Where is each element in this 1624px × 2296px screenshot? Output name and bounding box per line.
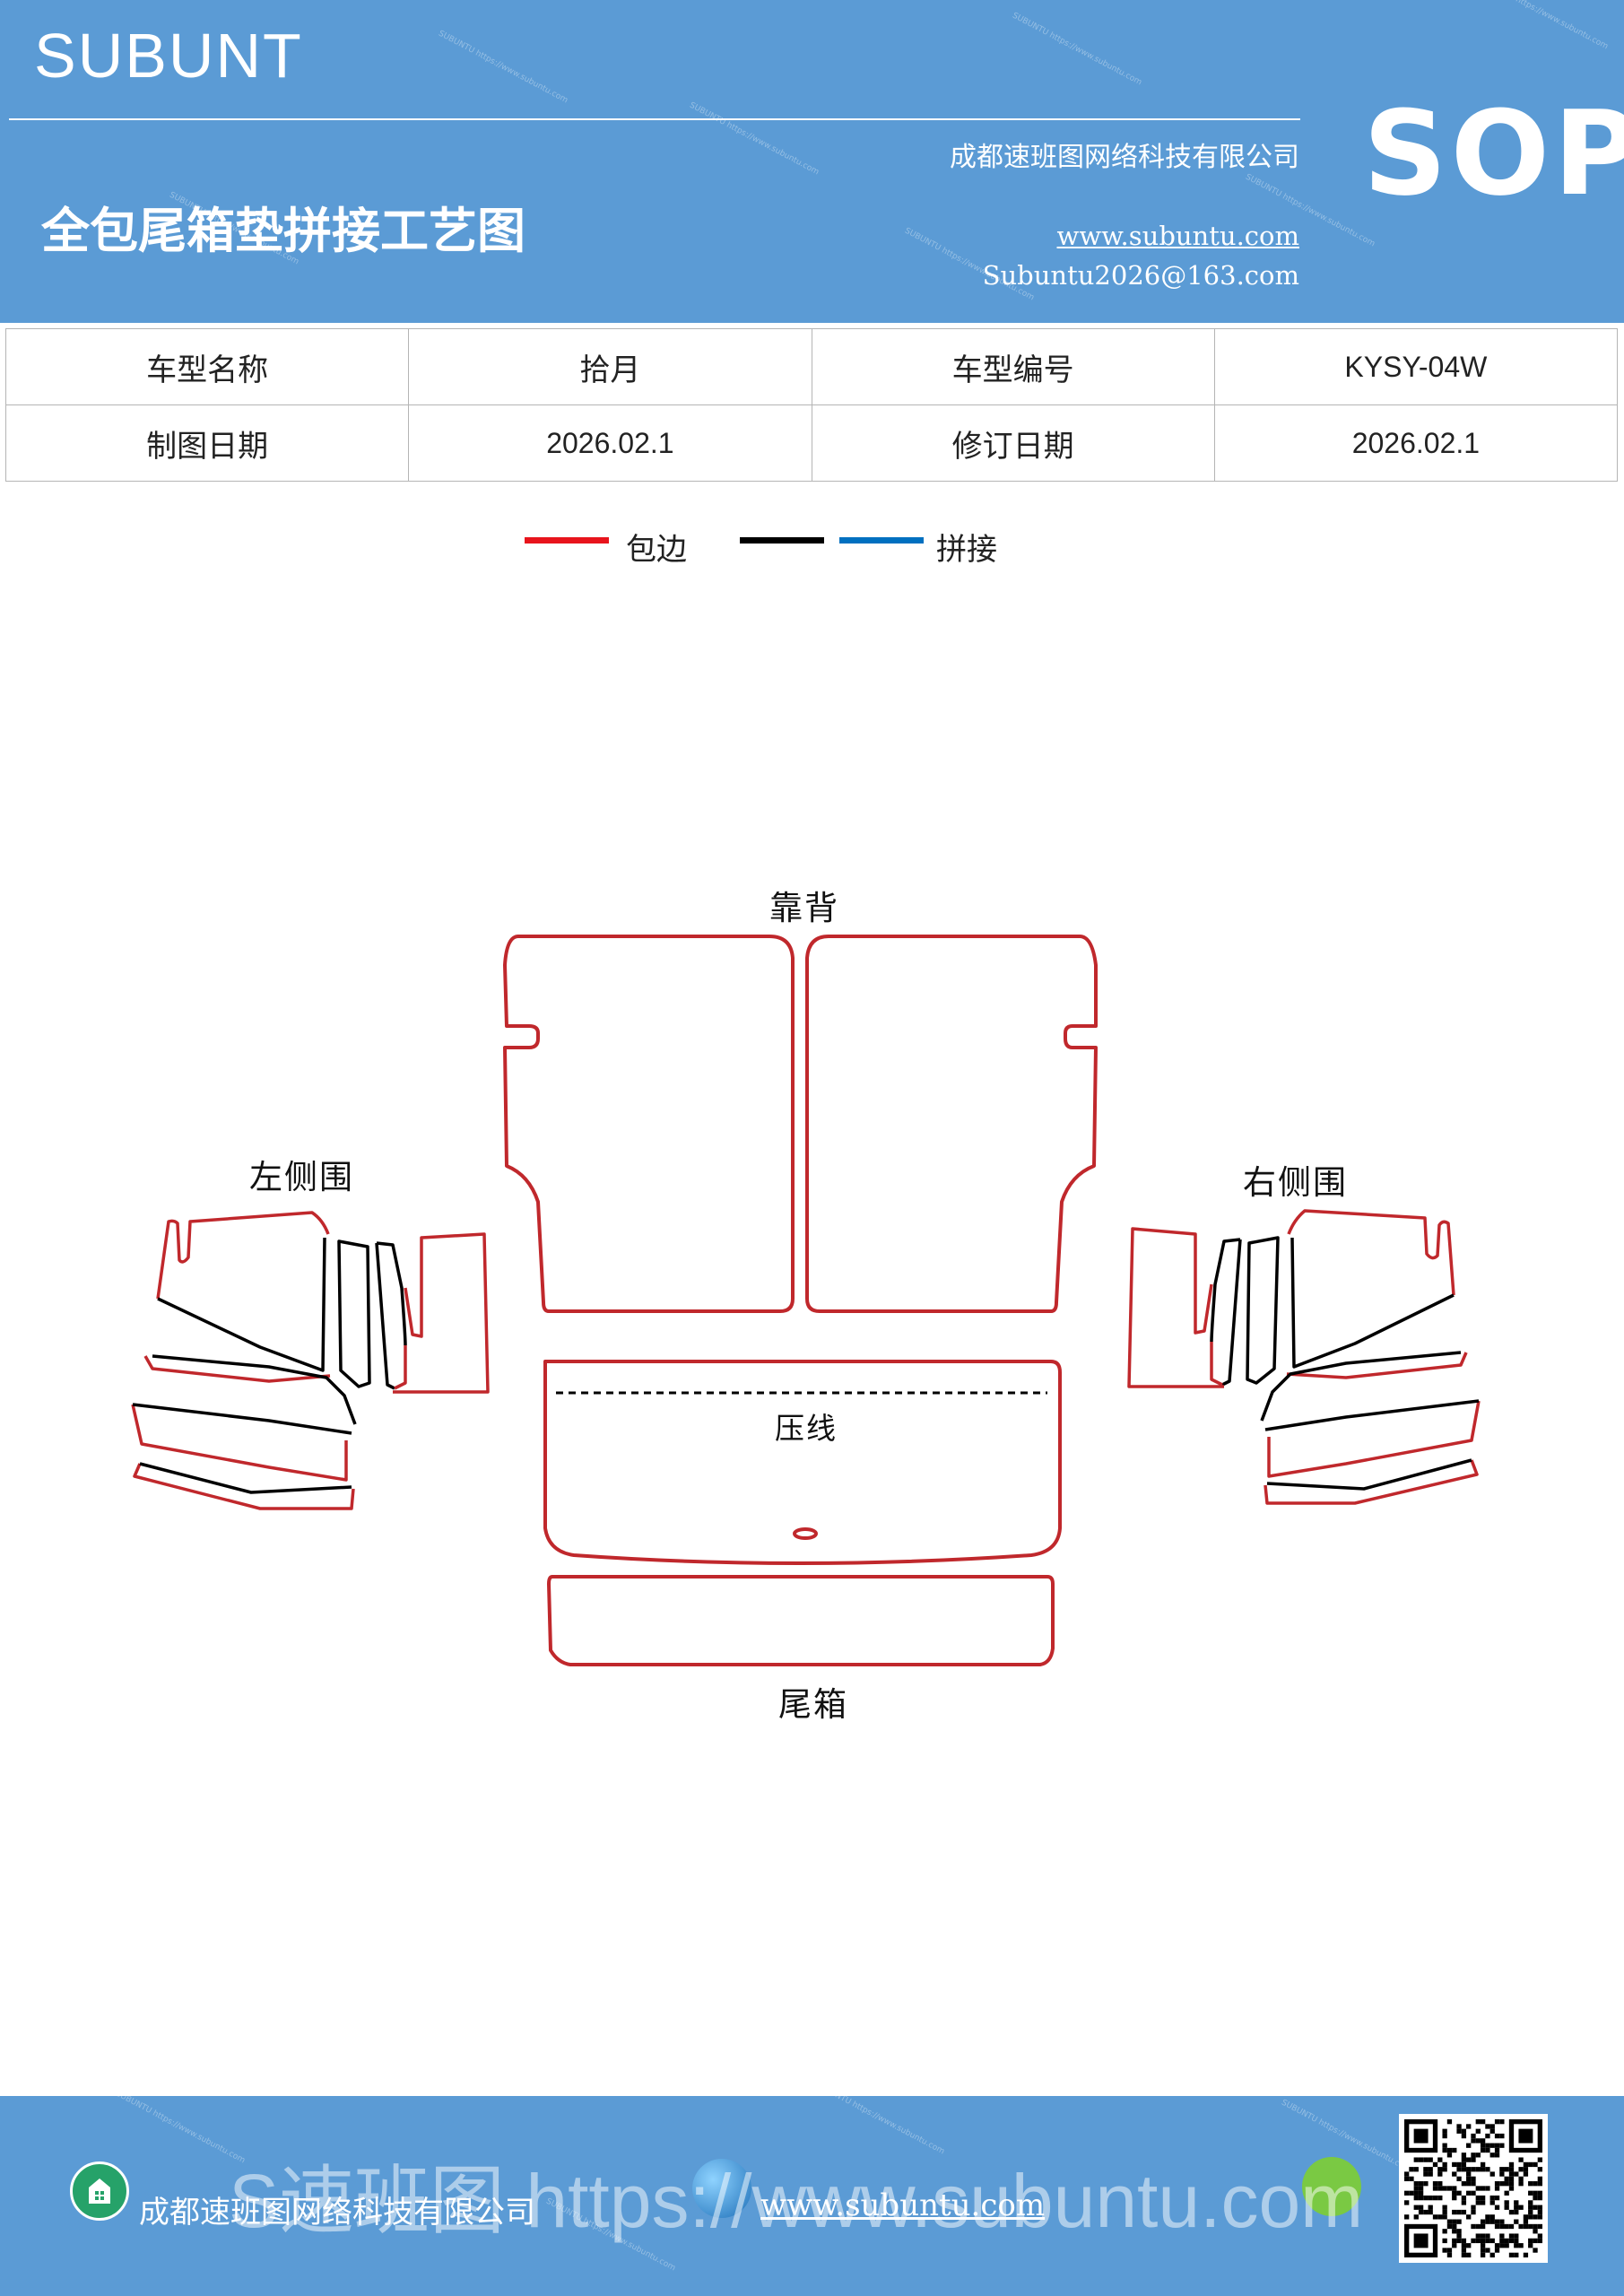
right-side-top-piece	[1287, 1209, 1455, 1296]
vehicle-info-table: 车型名称 拾月 车型编号 KYSY-04W 制图日期 2026.02.1 修订日…	[4, 328, 1619, 482]
right-side-rear-piece	[1127, 1227, 1224, 1388]
legend-black-swatch	[740, 537, 824, 544]
backrest-label: 靠背	[769, 889, 839, 927]
email-address[interactable]: Subuntu2026@163.com	[982, 260, 1299, 291]
right-side-top-join	[1290, 1237, 1455, 1369]
qr-code-image	[1404, 2119, 1542, 2257]
trunk-label: 尾箱	[778, 1685, 848, 1724]
qr-code[interactable]	[1399, 2114, 1548, 2263]
left-side-vertical-1	[337, 1239, 371, 1388]
footer-watermark: S速班图 https://www.subuntu.com	[229, 2159, 1364, 2243]
left-side-rear-piece	[393, 1232, 490, 1394]
company-name: 成都速班图网络科技有限公司	[950, 142, 1299, 173]
legend-edge-swatch	[525, 537, 609, 544]
left-side-label: 左侧围	[249, 1158, 354, 1196]
left-side-strip-2-join	[132, 1403, 352, 1435]
left-side-vertical-2b	[376, 1241, 407, 1346]
right-side-strip-3	[1264, 1459, 1479, 1505]
right-side-vertical-2b	[1210, 1238, 1241, 1343]
label-model-code: 车型编号	[811, 328, 1215, 405]
right-side-strip-1-join	[1260, 1351, 1462, 1422]
right-side-vertical-1	[1246, 1236, 1280, 1385]
brand-wordmark: SUBUNT	[34, 21, 303, 91]
table-row: 制图日期 2026.02.1 修订日期 2026.02.1	[4, 404, 1619, 482]
wechat-icon	[1302, 2157, 1361, 2216]
sop-badge: SOP	[1363, 85, 1624, 222]
footer-website-link[interactable]: www.subuntu.com	[760, 2187, 1046, 2223]
right-side-strip-3-join	[1266, 1458, 1472, 1491]
right-side-vertical-2	[1221, 1239, 1242, 1387]
value-model-code: KYSY-04W	[1213, 328, 1619, 405]
left-side-top-join	[157, 1237, 326, 1372]
backrest-left-panel	[503, 935, 795, 1313]
trunk-strip	[547, 1575, 1055, 1666]
legend-blue-swatch	[839, 537, 924, 544]
building-icon	[70, 2161, 129, 2221]
header-banner: SUBUNTU https://www.subuntu.com SUBUNTU …	[0, 0, 1624, 323]
center-panel	[543, 1360, 1062, 1565]
right-side-strip-2	[1267, 1400, 1481, 1478]
legend-edge-label: 包边	[626, 532, 687, 568]
label-revision-date: 修订日期	[811, 404, 1215, 482]
label-model-name: 车型名称	[4, 328, 410, 405]
left-side-strip-3	[133, 1463, 355, 1510]
globe-icon	[692, 2159, 751, 2218]
value-model-name: 拾月	[408, 328, 812, 405]
table-row: 车型名称 拾月 车型编号 KYSY-04W	[4, 328, 1619, 405]
drain-hole	[793, 1527, 818, 1540]
header-divider	[9, 118, 1300, 120]
backrest-right-panel	[805, 935, 1098, 1313]
crease-label: 压线	[775, 1411, 838, 1446]
watermark-text: SUBUNTU https://www.subuntu.com	[114, 2096, 247, 2166]
value-revision-date: 2026.02.1	[1213, 404, 1619, 482]
left-side-vertical-2	[375, 1242, 395, 1390]
page-title: 全包尾箱垫拼接工艺图	[41, 202, 525, 259]
right-side-strip-1	[1286, 1352, 1468, 1379]
right-side-label: 右侧围	[1243, 1163, 1348, 1202]
left-side-strip-3-join	[139, 1462, 352, 1494]
legend: 包边 拼接	[0, 525, 1624, 578]
value-drawing-date: 2026.02.1	[408, 404, 812, 482]
website-link[interactable]: www.subuntu.com	[1056, 221, 1299, 251]
left-side-strip-1	[143, 1355, 331, 1383]
left-side-top-piece	[156, 1211, 330, 1300]
footer-banner: SUBUNTU https://www.subuntu.com SUBUNTU …	[0, 2096, 1624, 2296]
label-drawing-date: 制图日期	[4, 404, 410, 482]
legend-join-label: 拼接	[936, 532, 997, 568]
footer-company-name: 成都速班图网络科技有限公司	[139, 2195, 535, 2231]
left-side-strip-2	[131, 1404, 348, 1482]
right-side-strip-2-join	[1264, 1399, 1480, 1431]
left-side-strip-1-join	[152, 1354, 357, 1425]
